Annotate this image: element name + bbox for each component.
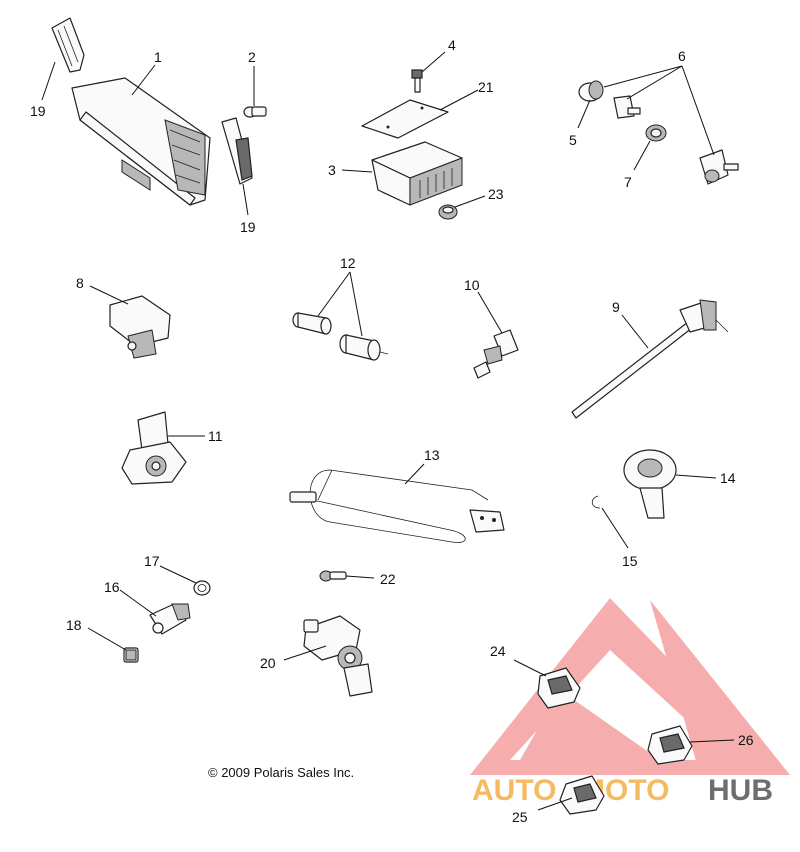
callout-24: 24: [490, 643, 506, 659]
leader-3: [341, 169, 373, 173]
leader-25: [537, 797, 573, 811]
callout-10: 10: [464, 277, 480, 293]
callout-6: 6: [678, 48, 686, 64]
leader-9: [621, 314, 649, 349]
callout-12: 12: [340, 255, 356, 271]
leader-14: [675, 474, 717, 479]
leader-13: [404, 463, 425, 485]
leader-23: [454, 195, 486, 208]
part-6-clip: [613, 95, 641, 119]
part-26-relay: [647, 725, 693, 765]
part-25-relay: [559, 775, 605, 815]
leader-20: [283, 645, 327, 661]
leader-6c: [681, 65, 715, 156]
part-8-map-sensor: [109, 295, 171, 359]
leader-6a: [603, 65, 683, 88]
callout-21: 21: [478, 79, 494, 95]
part-10-temp-sensor: [473, 329, 519, 379]
leader-12b: [349, 271, 363, 337]
part-12-cylinder-b: [339, 334, 389, 361]
callout-22: 22: [380, 571, 396, 587]
leader-19a: [41, 61, 56, 101]
leader-6b: [626, 65, 683, 100]
callout-15: 15: [622, 553, 638, 569]
copyright-text: © 2009 Polaris Sales Inc.: [208, 765, 354, 780]
callout-20: 20: [260, 655, 276, 671]
leader-1: [131, 64, 156, 96]
part-17-oring: [193, 580, 211, 596]
callout-16: 16: [104, 579, 120, 595]
part-22-screw: [319, 570, 347, 582]
callout-9: 9: [612, 299, 620, 315]
part-6-sensor: [699, 149, 739, 185]
part-19-bracket-lower: [221, 117, 253, 185]
part-14-knock-sensor: [623, 449, 677, 519]
part-21-gasket: [361, 99, 449, 139]
leader-5: [577, 99, 591, 129]
callout-7: 7: [624, 174, 632, 190]
leader-19b: [242, 183, 249, 216]
leader-15: [601, 507, 629, 549]
callout-13: 13: [424, 447, 440, 463]
leader-24: [513, 659, 547, 677]
callout-3: 3: [328, 162, 336, 178]
callout-4: 4: [448, 37, 456, 53]
part-2-screw: [243, 106, 267, 118]
part-15-clip: [591, 495, 601, 509]
leader-16: [119, 589, 157, 617]
callout-17: 17: [144, 553, 160, 569]
part-1-ecu: [71, 77, 211, 206]
callout-26: 26: [738, 732, 754, 748]
part-18-bolt: [123, 647, 139, 663]
part-13-harness: [289, 469, 505, 543]
callout-25: 25: [512, 809, 528, 825]
part-19-bracket-upper: [51, 17, 85, 73]
part-12-cylinder-a: [292, 312, 332, 335]
part-4-bolt: [411, 69, 423, 93]
part-7-grommet: [645, 124, 667, 142]
callout-19-lower: 19: [240, 219, 256, 235]
callout-14: 14: [720, 470, 736, 486]
part-9-o2-sensor: [571, 299, 729, 419]
leader-10: [477, 291, 503, 334]
callout-11: 11: [208, 428, 223, 444]
callout-8: 8: [76, 275, 84, 291]
callout-2: 2: [248, 49, 256, 65]
callout-23: 23: [488, 186, 504, 202]
leader-7: [633, 140, 651, 171]
watermark-text: AUTO MOTO HUB: [472, 774, 773, 807]
callout-19-upper: 19: [30, 103, 46, 119]
part-16-sensor: [149, 603, 191, 635]
part-20-valve-assembly: [303, 615, 373, 697]
leader-21: [439, 89, 479, 111]
part-24-relay: [537, 667, 581, 709]
callout-1: 1: [154, 49, 162, 65]
leader-22: [345, 575, 375, 579]
leader-4: [421, 51, 446, 73]
callout-18: 18: [66, 617, 82, 633]
leader-18: [87, 627, 127, 651]
leader-17: [159, 565, 197, 584]
part-23-nut: [438, 204, 458, 220]
leader-8: [89, 285, 129, 305]
watermark-logo: [470, 598, 790, 775]
part-3-module: [371, 141, 463, 206]
watermark-text-hub: HUB: [708, 774, 773, 807]
leader-26: [689, 739, 735, 743]
watermark-text-auto: AUTO: [472, 774, 556, 807]
leader-12a: [317, 271, 351, 317]
callout-5: 5: [569, 132, 577, 148]
part-5-sensor: [578, 80, 604, 102]
part-11-throttle-sensor: [121, 411, 187, 485]
